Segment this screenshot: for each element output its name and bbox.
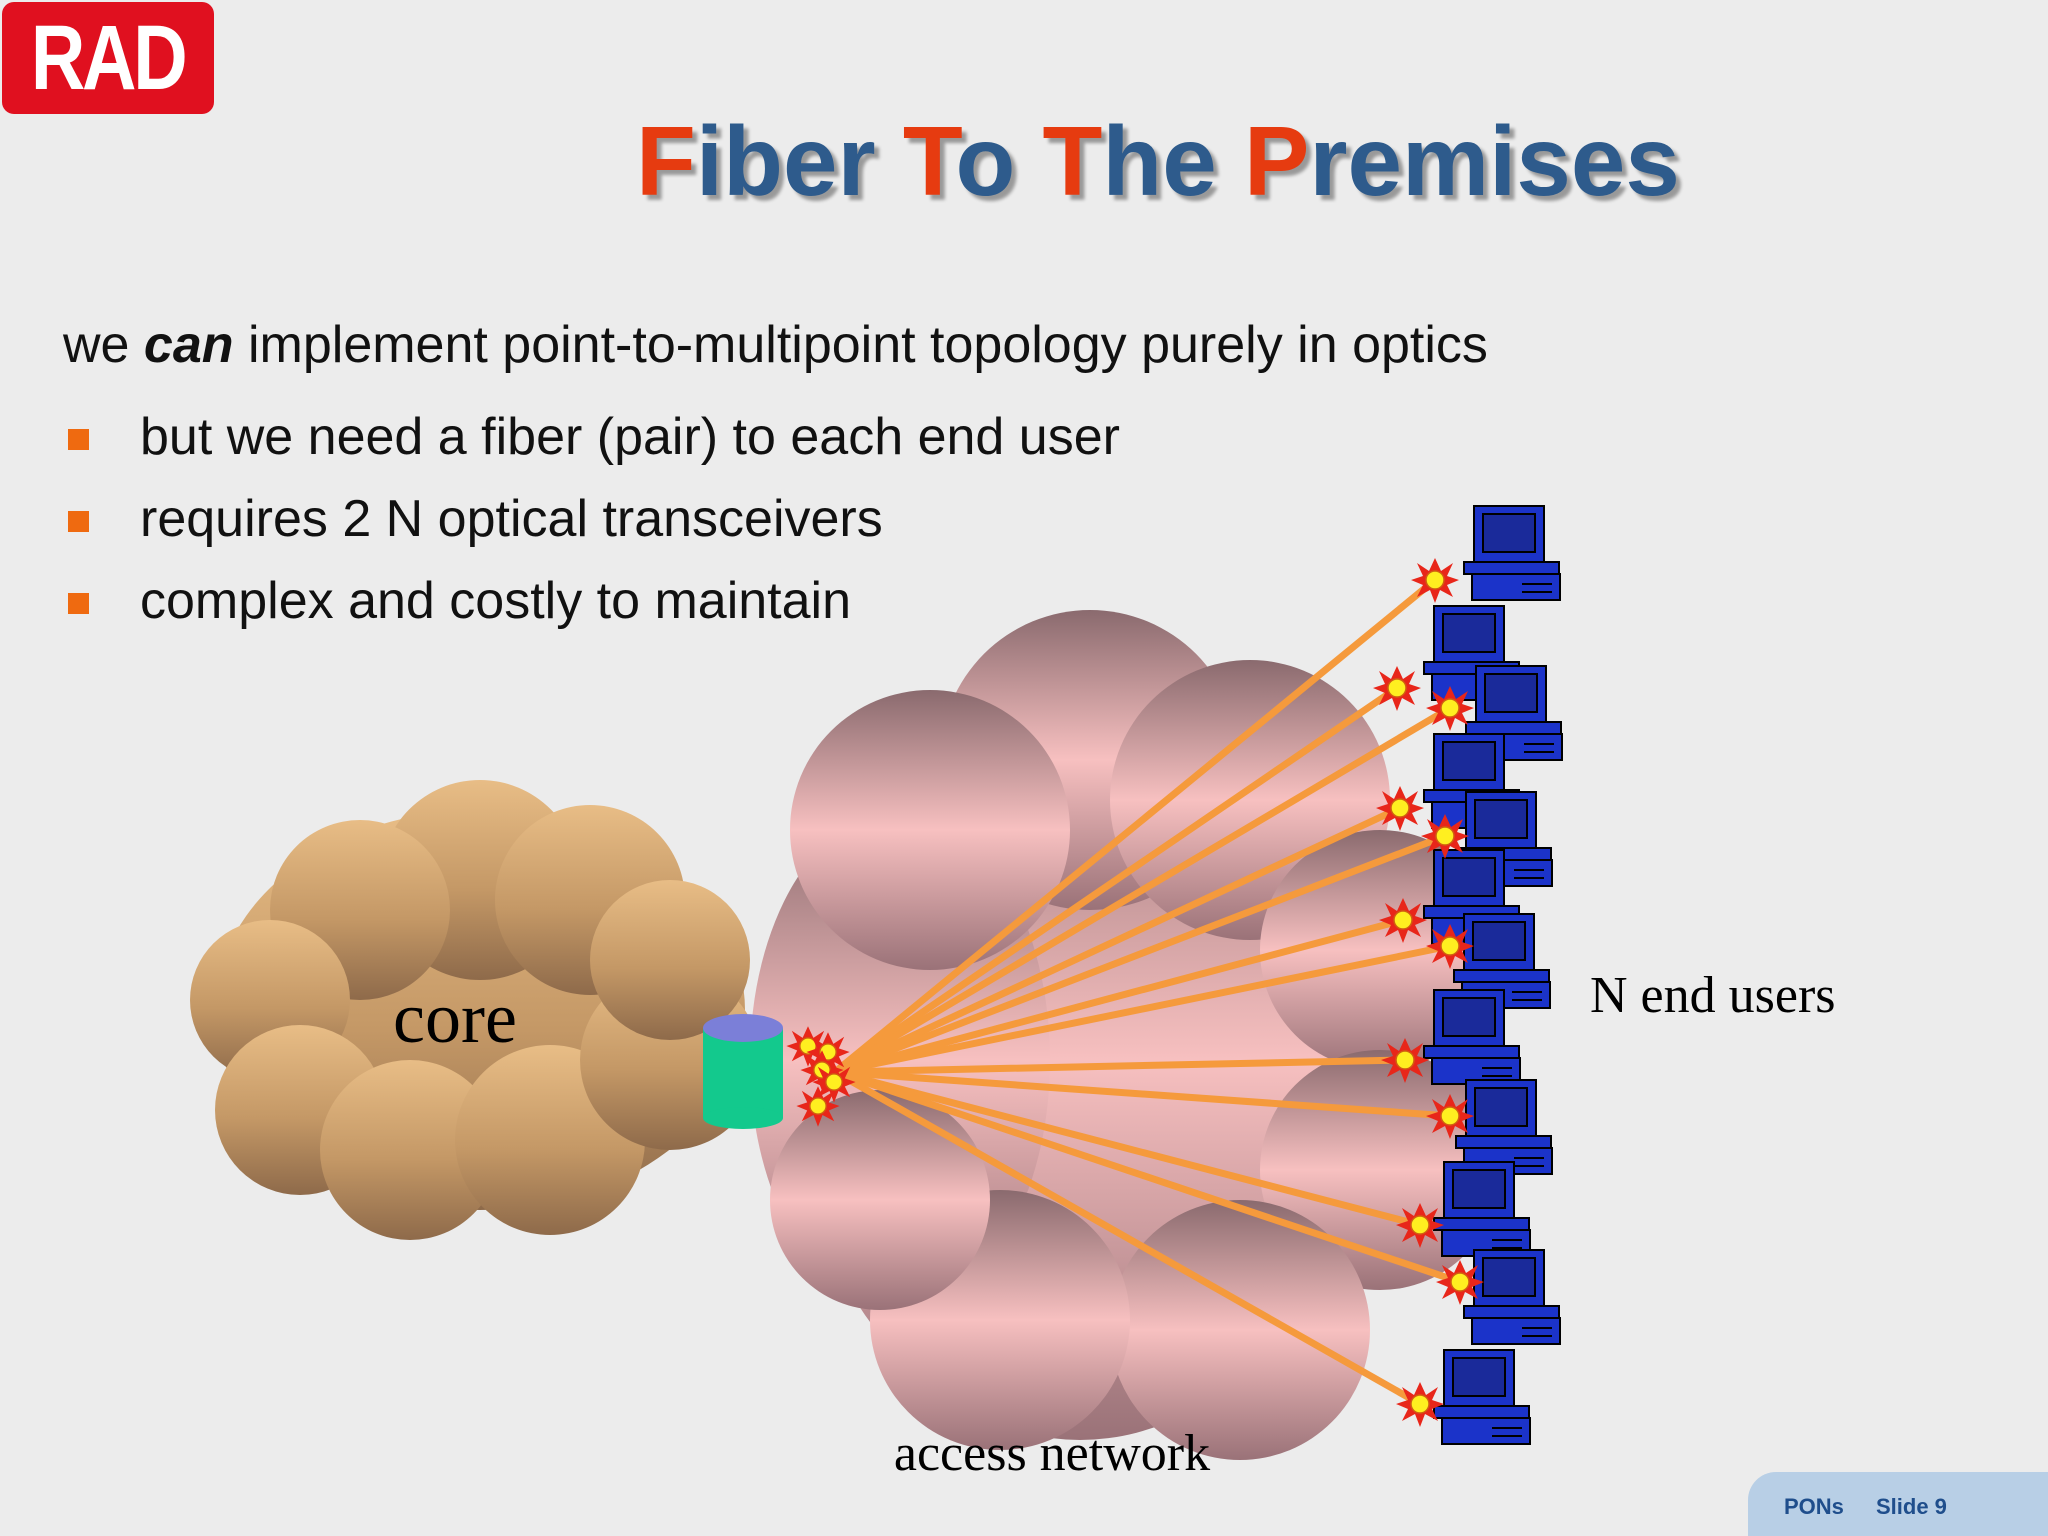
transceiver-burst-icon — [1425, 685, 1475, 732]
slide-footer: PONs Slide 9 — [1748, 1472, 2048, 1536]
bullet-text: requires 2 N optical transceivers — [140, 490, 883, 548]
title-part: o — [955, 106, 1043, 216]
access-network-cloud — [750, 610, 1500, 1460]
fiber-line — [831, 1068, 1424, 1229]
bullet-square-icon — [68, 429, 89, 450]
fiber-line — [831, 1056, 1409, 1076]
bullet-item: requires 2 N optical transceivers — [64, 478, 1120, 560]
rad-logo: RAD — [2, 2, 214, 114]
footer-section: PONs — [1784, 1494, 1844, 1519]
title-part: remises — [1309, 106, 1680, 216]
fiber-line — [831, 942, 1454, 1076]
computer-icon — [1455, 1079, 1553, 1175]
computer-icon — [1433, 1161, 1531, 1257]
fiber-line — [831, 704, 1454, 1076]
intro-emphasis: can — [143, 316, 234, 374]
title-part: P — [1244, 106, 1310, 216]
transceiver-burst-icon — [1425, 1093, 1475, 1140]
fiber-line — [831, 684, 1401, 1076]
title-part: T — [1042, 106, 1103, 216]
bullet-text: complex and costly to maintain — [140, 572, 852, 630]
fiber-lines — [831, 576, 1464, 1408]
intro-text: we can implement point-to-multipoint top… — [63, 314, 1488, 376]
title-part: F — [636, 106, 696, 216]
transceiver-burst-icon — [1375, 785, 1425, 832]
transceiver-burst-icon — [1410, 557, 1460, 604]
fiber-line — [831, 832, 1449, 1076]
transceiver-burst-icon — [1425, 923, 1475, 970]
title-part: iber — [695, 106, 903, 216]
access-network-label: access network — [894, 1425, 1210, 1482]
title-part: T — [902, 106, 956, 216]
intro-post: implement point-to-multipoint topology p… — [233, 316, 1488, 374]
hub-cylinder — [703, 1014, 783, 1129]
fiber-line — [831, 916, 1407, 1076]
transceiver-burst-icon — [1372, 665, 1422, 712]
fiber-line — [831, 1068, 1454, 1120]
transceiver-burst-icon — [1435, 1259, 1485, 1306]
footer-slide-number: Slide 9 — [1876, 1494, 1947, 1519]
transceiver-burst-icon — [795, 1085, 841, 1128]
computer-icon — [1433, 1349, 1531, 1445]
bullet-item: but we need a fiber (pair) to each end u… — [64, 396, 1120, 478]
fiber-line — [831, 1068, 1424, 1408]
bullet-square-icon — [68, 593, 89, 614]
transceiver-burst-icon — [1378, 897, 1428, 944]
core-cloud — [190, 780, 760, 1240]
bullet-square-icon — [68, 511, 89, 532]
fiber-line — [831, 804, 1404, 1076]
core-label: core — [393, 978, 517, 1058]
fiber-line — [831, 576, 1439, 1076]
intro-pre: we — [63, 316, 144, 374]
fiber-line — [831, 1068, 1464, 1286]
bullet-text: but we need a fiber (pair) to each end u… — [140, 408, 1120, 466]
bullet-item: complex and costly to maintain — [64, 560, 1120, 642]
logo-text: RAD — [31, 7, 188, 109]
bullet-list: but we need a fiber (pair) to each end u… — [64, 396, 1120, 642]
transceiver-burst-icon — [1420, 813, 1470, 860]
transceiver-burst-icon — [1395, 1381, 1445, 1428]
transceiver-burst-icon — [1380, 1037, 1430, 1084]
computer-icon — [1463, 1249, 1561, 1345]
slide-title: Fiber To The Premises — [636, 106, 1680, 216]
title-part: he — [1102, 106, 1244, 216]
end-users-label: N end users — [1590, 967, 1836, 1024]
transceiver-burst-icon — [1395, 1202, 1445, 1249]
computer-icon — [1463, 505, 1561, 601]
